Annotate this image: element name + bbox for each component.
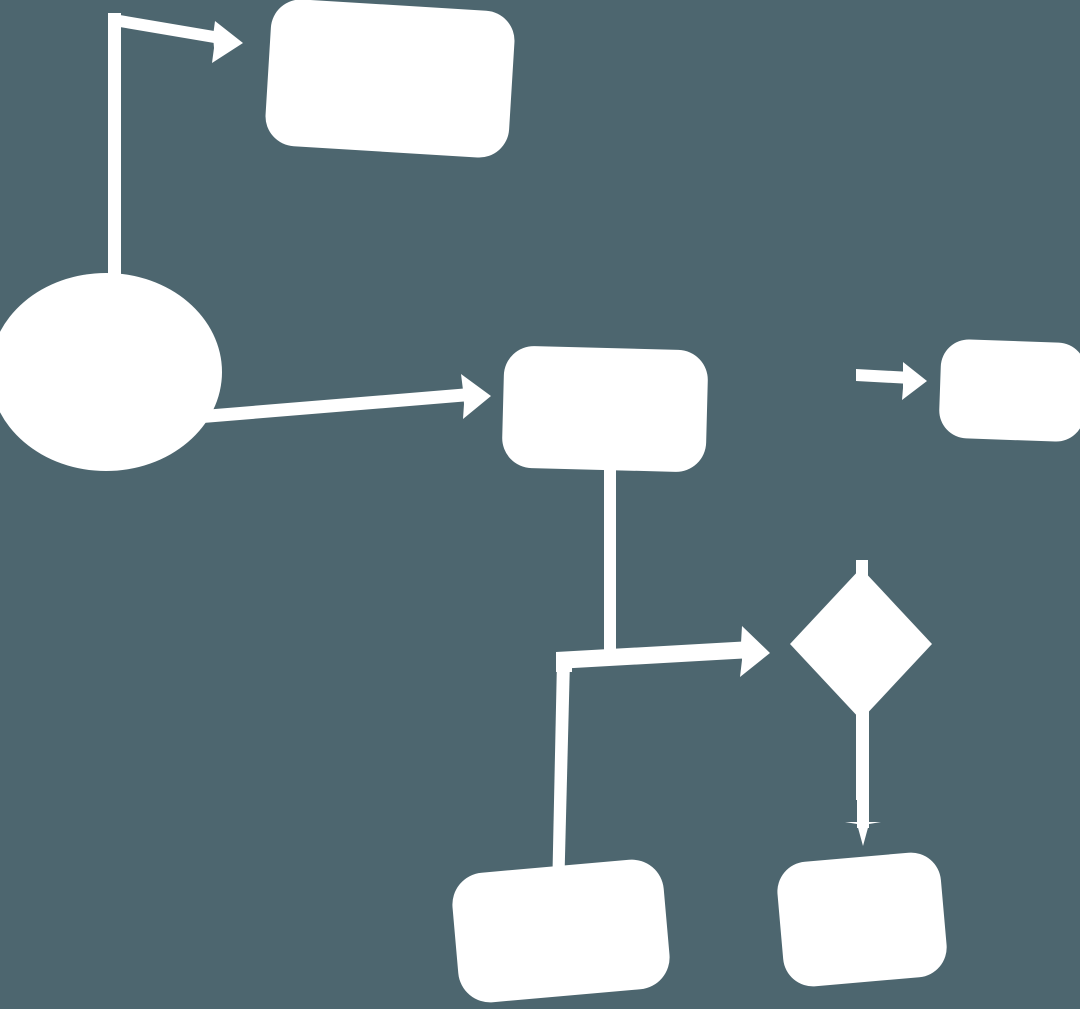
process-box-right-shape (939, 339, 1080, 442)
edge-decision-to-right-box-arrowhead (902, 362, 927, 400)
edge-middle-box-to-junction-line (604, 460, 616, 660)
decision-diamond[interactable] (790, 568, 932, 720)
edge-decision-to-bottom-right-box[interactable] (845, 700, 881, 846)
edge-start-to-top-box-line-horizontal (108, 13, 226, 45)
process-box-bottom-left-shape (452, 859, 670, 1003)
edge-start-to-middle-box-arrowhead (461, 374, 491, 419)
edge-junction-to-decision-diamond[interactable] (556, 626, 770, 677)
process-box-middle[interactable] (501, 345, 708, 472)
edge-middle-box-to-junction[interactable] (604, 460, 616, 660)
start-ellipse[interactable] (0, 273, 222, 471)
edge-junction-to-bottom-left-box[interactable] (552, 652, 572, 896)
process-box-bottom-right[interactable] (775, 850, 949, 989)
edge-start-to-middle-box-line (203, 388, 470, 423)
edge-start-to-middle-box[interactable] (203, 374, 491, 423)
process-box-middle-shape (502, 346, 708, 472)
edge-decision-to-right-box-line-horizontal (856, 369, 911, 384)
edge-junction-to-bottom-left-line (552, 660, 570, 896)
process-box-bottom-right-shape (777, 852, 947, 987)
edge-start-to-top-box-line (108, 13, 121, 290)
edge-start-to-top-box[interactable] (108, 13, 243, 290)
process-box-top[interactable] (264, 0, 517, 159)
process-box-top-shape (265, 0, 515, 158)
process-box-right[interactable] (938, 339, 1080, 443)
start-ellipse-shape (0, 273, 222, 471)
edge-decision-to-bottom-right-arrowhead (845, 822, 881, 846)
process-box-bottom-left[interactable] (450, 857, 673, 1005)
edge-junction-to-decision-line (556, 641, 752, 669)
edge-decision-to-bottom-right-line (857, 700, 869, 828)
decision-diamond-shape (790, 568, 932, 720)
edge-junction-to-decision-arrowhead (740, 626, 770, 677)
edge-start-to-top-box-arrowhead (212, 21, 243, 63)
